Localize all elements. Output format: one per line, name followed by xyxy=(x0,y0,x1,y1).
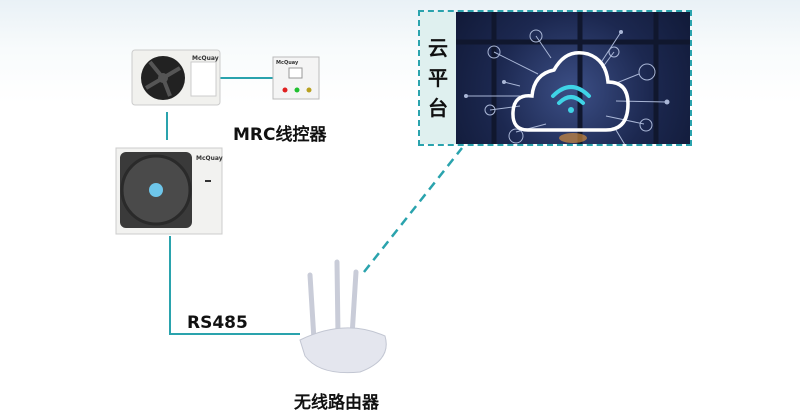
cloud-label-char: 台 xyxy=(428,96,448,120)
cloud-network-icon xyxy=(456,12,690,144)
outdoor-unit: McQuay xyxy=(115,147,223,235)
wireless-link-line xyxy=(363,147,463,273)
wireless-router-device xyxy=(299,259,387,374)
indoor-unit: McQuay xyxy=(131,49,221,106)
router-label: 无线路由器 xyxy=(294,393,379,413)
svg-text:McQuay: McQuay xyxy=(276,60,299,66)
controller-label: MRC线控器 xyxy=(233,125,327,145)
svg-text:McQuay: McQuay xyxy=(192,55,219,62)
cloud-platform-box: 云 平 台 xyxy=(418,10,692,146)
rs485-line xyxy=(169,236,300,335)
cloud-platform-image xyxy=(456,12,690,144)
rs485-label: RS485 xyxy=(187,313,248,333)
svg-text:McQuay: McQuay xyxy=(196,155,223,162)
cloud-label-char: 平 xyxy=(428,66,448,90)
mrc-controller-device[interactable]: McQuay xyxy=(272,56,320,100)
cloud-label-char: 云 xyxy=(428,36,448,60)
cloud-platform-label: 云 平 台 xyxy=(420,12,456,144)
